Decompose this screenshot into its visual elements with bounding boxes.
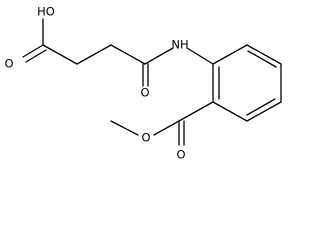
- bond-n-ring: [186, 47, 214, 65]
- label-ester-carbonyl-o: O: [176, 148, 185, 162]
- bond-c1-o-double-b: [25, 49, 47, 63]
- bond-c1-c2: [42, 44, 78, 65]
- ring-bond-2: [246, 44, 282, 65]
- ring-bond-1: [212, 44, 248, 65]
- bond-c4-n: [144, 47, 174, 65]
- ring-bond-4: [246, 101, 282, 122]
- carboxylic-acid-group: [22, 18, 78, 65]
- methyl-ester-group: [110, 101, 214, 146]
- aliphatic-chain: [76, 44, 146, 65]
- chemical-structure-diagram: HO O NH O O O: [4, 5, 282, 162]
- bond-ring-ester-c: [178, 101, 214, 122]
- bond-c3-c4: [110, 44, 146, 65]
- bond-c2-c3: [76, 44, 112, 65]
- ring-bond-5: [212, 101, 248, 122]
- ring-inner-bond-a: [247, 50, 277, 68]
- label-ho: HO: [37, 5, 55, 19]
- bond-o-methyl: [110, 120, 139, 136]
- label-ester-methoxy-o: O: [141, 131, 150, 145]
- label-acid-carbonyl-o: O: [4, 57, 13, 71]
- ring-inner-bond-b: [246, 98, 276, 116]
- bond-c1-o-double-a: [22, 44, 44, 58]
- label-nh: NH: [171, 38, 188, 52]
- label-amide-o: O: [140, 86, 149, 100]
- amide-group: [142, 47, 214, 87]
- bond-ester-c-o: [153, 120, 180, 136]
- benzene-ring: [212, 44, 282, 122]
